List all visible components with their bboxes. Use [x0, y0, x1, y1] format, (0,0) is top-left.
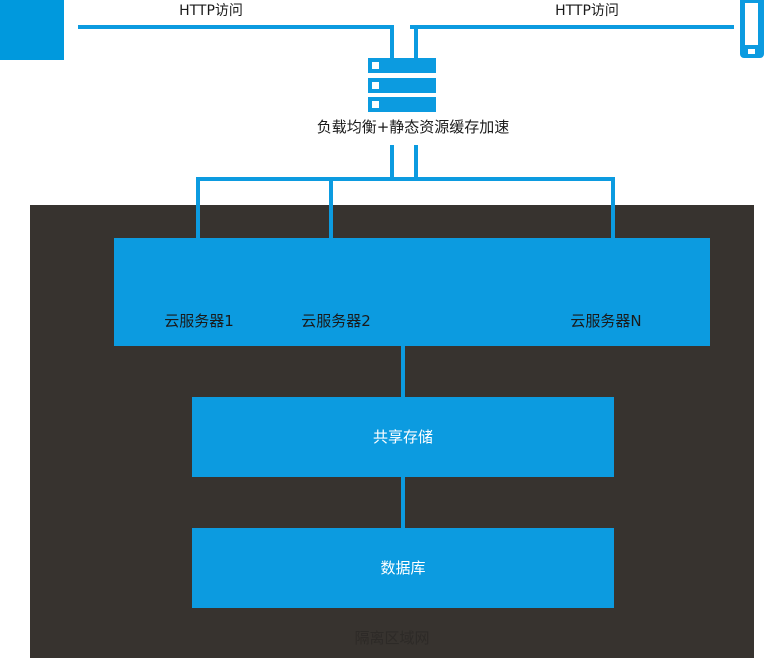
connector-right-bus-to-lb [414, 25, 418, 58]
connector-bus-to-node-n [611, 177, 615, 240]
server-slot [368, 78, 436, 93]
load-balancer-server-icon [368, 58, 436, 112]
cloud-server-node-label-1: 云服务器1 [164, 312, 234, 330]
connector-storage-to-database [401, 477, 405, 529]
cloud-server-node-label-n: 云服务器N [570, 312, 642, 330]
server-led-indicator [372, 62, 379, 69]
server-slot [368, 97, 436, 112]
isolated-network-zone-caption: 隔离区域网 [354, 629, 430, 647]
cloud-server-cluster-box [114, 238, 710, 346]
shared-storage-box: 共享存储 [192, 397, 614, 477]
cluster-distribution-bus [196, 177, 614, 181]
connector-lb-down-right [414, 145, 418, 179]
desktop-pc-icon [0, 0, 64, 60]
mobile-phone-icon [740, 0, 764, 58]
database-box: 数据库 [192, 528, 614, 608]
mobile-phone-screen [745, 3, 758, 45]
client-bus-left [78, 25, 394, 29]
connector-left-bus-to-lb [390, 25, 394, 58]
http-access-label-left: HTTP访问 [179, 3, 243, 19]
database-label: 数据库 [380, 559, 426, 577]
connector-cluster-to-storage [401, 346, 405, 398]
shared-storage-label: 共享存储 [372, 428, 433, 446]
cloud-server-cluster-labels: 云服务器1 云服务器2 云服务器N [114, 310, 710, 332]
cloud-server-node-label-2: 云服务器2 [301, 312, 371, 330]
connector-bus-to-node-1 [196, 177, 200, 240]
load-balancer-caption: 负载均衡+静态资源缓存加速 [316, 118, 510, 136]
server-slot [368, 58, 436, 73]
http-access-label-right: HTTP访问 [555, 3, 619, 19]
connector-bus-to-node-2 [329, 177, 333, 240]
server-led-indicator [372, 82, 379, 89]
client-bus-right [410, 25, 734, 29]
connector-lb-down-left [390, 145, 394, 179]
server-led-indicator [372, 101, 379, 108]
mobile-phone-home-button [748, 49, 755, 54]
